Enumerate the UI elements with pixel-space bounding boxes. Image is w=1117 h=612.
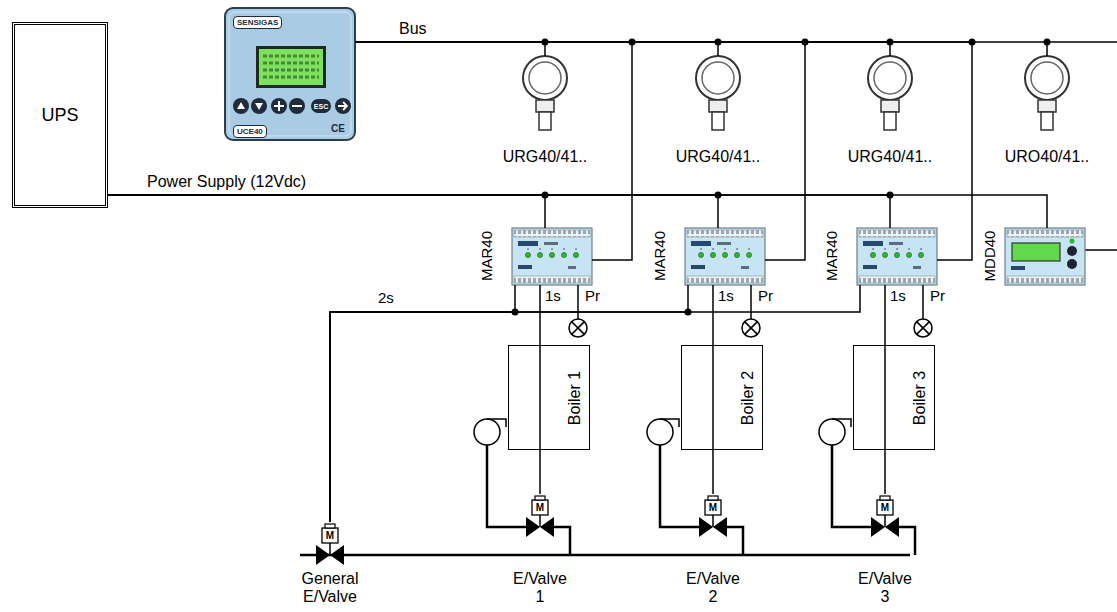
signal-wire [355, 42, 972, 260]
output-name: Pr [758, 287, 773, 304]
controller-buttons [233, 98, 351, 114]
controller-panel: SENSIGAS ESC UCE40 CE [225, 8, 355, 140]
gas-detector: URO40/41.. [992, 56, 1102, 172]
display-module [1005, 228, 1085, 285]
relay-module [512, 228, 592, 285]
signal-wire [355, 42, 718, 56]
output-name: 2s [378, 289, 394, 306]
valve-symbol [316, 524, 344, 565]
signal-wire [330, 285, 688, 522]
valve-symbol [526, 496, 554, 537]
controller-body [225, 8, 355, 140]
boiler-box: Boiler 1 [508, 345, 590, 450]
relay-module: MAR40 [685, 228, 765, 285]
gas-pipe [300, 445, 915, 555]
ups-box: UPS [12, 22, 108, 208]
gas-detector: URG40/41.. [490, 56, 600, 172]
detector-model: URO40/41.. [992, 148, 1102, 166]
signal-wire [108, 195, 718, 228]
boiler-label: Boiler 3 [911, 371, 929, 425]
signal-wire [884, 285, 886, 494]
module-model: MDD40 [981, 231, 998, 282]
signal-wire [712, 285, 714, 494]
display-module: MDD40 [1005, 228, 1085, 285]
signal-wire [355, 42, 545, 56]
detector-icon [696, 56, 740, 130]
valve-symbol [871, 496, 899, 537]
output-name: Pr [930, 287, 945, 304]
valve-label: General E/Valve [298, 570, 362, 606]
output-name: Pr [585, 287, 600, 304]
gas-detector: URG40/41.. [663, 56, 773, 172]
power-label: Power Supply (12Vdc) [146, 173, 307, 191]
module-model: MAR40 [651, 231, 668, 281]
detector-model: URG40/41.. [663, 148, 773, 166]
signal-wire [330, 285, 515, 522]
actuator-letter: M [881, 503, 889, 513]
boiler-label: Boiler 1 [566, 371, 584, 425]
lamp-symbol [569, 319, 587, 337]
signal-wire [355, 42, 1047, 56]
detector-icon [868, 56, 912, 130]
output-name: 1s [718, 287, 734, 304]
relay-module: MAR40 [512, 228, 592, 285]
bus-label: Bus [398, 20, 428, 38]
panel-marking: CE [331, 123, 345, 135]
fan-symbol [819, 419, 851, 445]
output-name: 1s [890, 287, 906, 304]
actuator-letter: M [536, 503, 544, 513]
module-model: MAR40 [478, 231, 495, 281]
panel-marking: ESC [314, 103, 328, 110]
detector-model: URG40/41.. [835, 148, 945, 166]
actuator-letter: M [326, 531, 334, 541]
signal-wire [108, 195, 545, 228]
lamp-symbol [914, 319, 932, 337]
signal-wire [355, 42, 890, 56]
relay-module [685, 228, 765, 285]
signal-wire [355, 42, 632, 260]
module-model: MAR40 [823, 231, 840, 281]
valve-label: E/Valve 1 [508, 570, 572, 606]
ups-label: UPS [41, 105, 78, 126]
gas-detector: URG40/41.. [835, 56, 945, 172]
detector-model: URG40/41.. [490, 148, 600, 166]
detector-icon [523, 56, 567, 130]
panel-marking: UCE40 [233, 125, 267, 138]
lamp-wire [578, 285, 923, 319]
output-name: 1s [545, 287, 561, 304]
signal-wire [330, 285, 860, 522]
panel-marking: SENSIGAS [233, 16, 282, 29]
relay-module: MAR40 [857, 228, 937, 285]
boiler-label: Boiler 2 [739, 371, 757, 425]
signal-wire [108, 195, 890, 228]
fan-symbol [647, 419, 679, 445]
detector-icon [1025, 56, 1069, 130]
boiler-box: Boiler 2 [681, 345, 763, 450]
valve-symbol [699, 496, 727, 537]
valve-label: E/Valve 3 [853, 570, 917, 606]
signal-wire [355, 42, 805, 260]
junction-dot [512, 39, 1051, 316]
signal-wire [539, 285, 541, 494]
lamp-symbol [742, 319, 760, 337]
signal-wire [108, 195, 1047, 228]
boiler-box: Boiler 3 [853, 345, 935, 450]
fan-symbol [474, 419, 506, 445]
relay-module [857, 228, 937, 285]
valve-label: E/Valve 2 [681, 570, 745, 606]
actuator-letter: M [709, 503, 717, 513]
